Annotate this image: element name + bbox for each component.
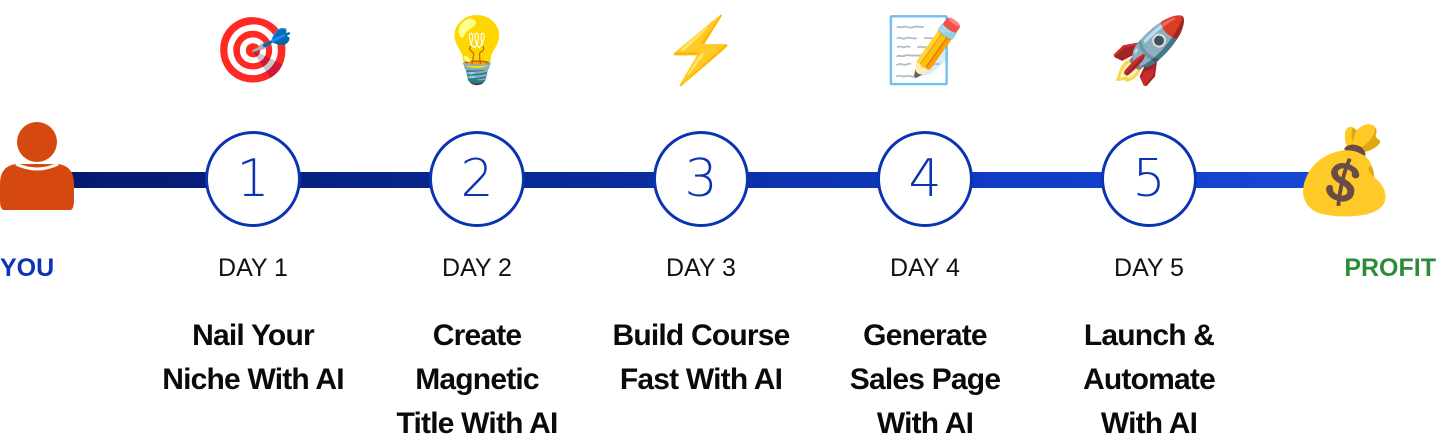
step-title-line: Sales Page <box>849 363 1001 396</box>
step-title-line: Magnetic <box>415 363 539 396</box>
step-title-line: Create <box>432 319 522 352</box>
step-title-line: Fast With AI <box>619 363 783 396</box>
step-title-line: With AI <box>876 407 974 440</box>
step-number-circle: 2 <box>429 131 525 227</box>
end-label: PROFIT <box>1344 254 1436 282</box>
step-title-line: Niche With AI <box>162 363 344 396</box>
step-number-circle: 5 <box>1101 131 1197 227</box>
start-label: YOU <box>0 254 55 282</box>
step-day-label: DAY 1 <box>218 254 288 282</box>
step-title-line: Nail Your <box>192 319 315 352</box>
step-title-line: With AI <box>1100 407 1198 440</box>
step-number-circle: 3 <box>653 131 749 227</box>
money-bag-icon: 💰 <box>1292 123 1397 217</box>
step-day-label: DAY 4 <box>890 254 960 282</box>
step-title-line: Build Course <box>612 319 790 352</box>
step-title-line: Generate <box>863 319 987 352</box>
step-number-circle: 1 <box>205 131 301 227</box>
step-title-line: Launch & <box>1083 319 1215 352</box>
step-day-label: DAY 5 <box>1114 254 1184 282</box>
step-day-label: DAY 3 <box>666 254 736 282</box>
person-icon <box>0 122 74 210</box>
memo-pencil-icon: 📝 <box>885 14 965 86</box>
step-number-circle: 4 <box>877 131 973 227</box>
step-day-label: DAY 2 <box>442 254 512 282</box>
lightbulb-icon: 💡 <box>437 14 517 86</box>
rocket-icon: 🚀 <box>1109 14 1189 86</box>
target-icon: 🎯 <box>213 14 293 86</box>
step-title-line: Automate <box>1083 363 1216 396</box>
step-title-line: Title With AI <box>396 407 559 440</box>
lightning-icon: ⚡ <box>661 14 741 86</box>
